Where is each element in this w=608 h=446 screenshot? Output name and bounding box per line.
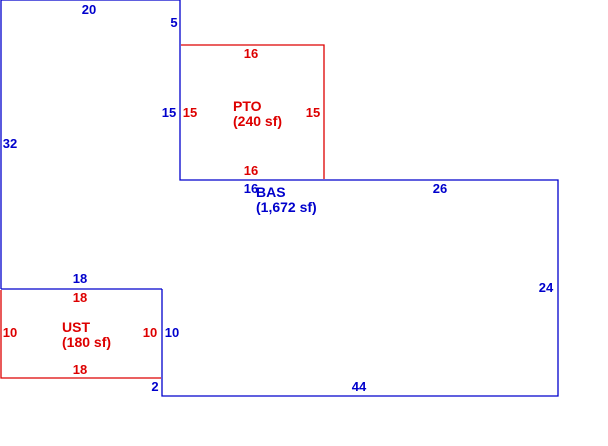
ust-left-dim: 10 [3,325,17,340]
bas-inner-left-dim: 15 [162,105,176,120]
bas-right-dim: 24 [539,280,554,295]
ust-outline [0,290,161,379]
ust-right-dim: 10 [143,325,157,340]
bas-left-dim: 32 [3,136,17,151]
bas-right-top-dim: 26 [433,181,447,196]
ust-area-label: (180 sf) [62,334,111,350]
pto-area-label: (240 sf) [233,113,282,129]
pto-bottom-dim: 16 [244,163,258,178]
bas-ust-top-dim: 18 [73,271,87,286]
pto-code-label: PTO [233,98,262,114]
pto-right-dim: 15 [306,105,320,120]
bas-outline [1,0,559,397]
ust-top-dim: 18 [73,290,87,305]
bas-ust-right-dim: 10 [165,325,179,340]
bas-bottom-dim: 44 [352,379,367,394]
bas-bottom-step-dim: 2 [151,379,158,394]
bas-code-label: BAS [256,184,286,200]
pto-outline [181,44,325,179]
bas-top-dim: 20 [82,2,96,17]
ust-code-label: UST [62,319,90,335]
ust-bottom-dim: 18 [73,362,87,377]
bas-inner-bottom-dim: 16 [244,181,258,196]
bas-step-dim: 5 [170,15,177,30]
pto-top-dim: 16 [244,46,258,61]
pto-left-dim: 15 [183,105,197,120]
bas-area-label: (1,672 sf) [256,199,317,215]
